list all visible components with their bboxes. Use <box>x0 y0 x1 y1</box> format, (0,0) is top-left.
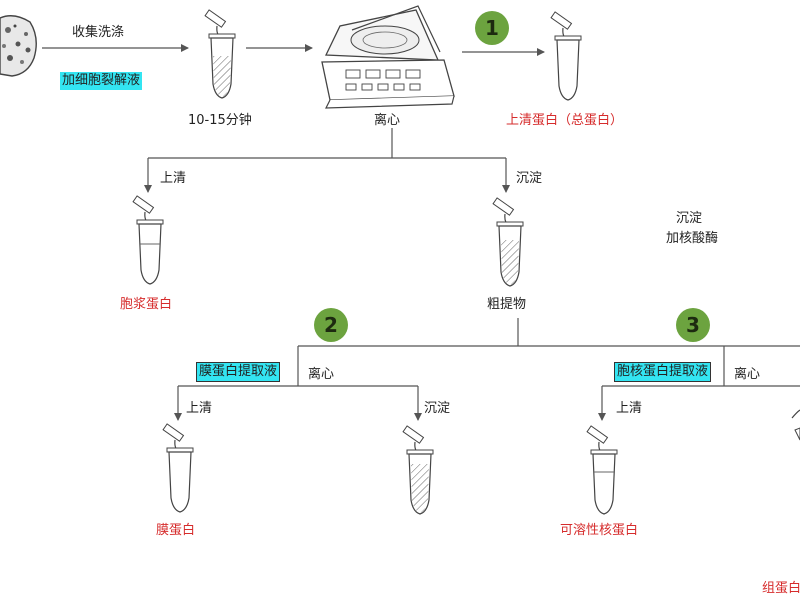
step-badge-1: 1 <box>475 11 509 45</box>
label-membrane-buffer: 膜蛋白提取液 <box>196 362 281 382</box>
label-supernatant-1: 上清 <box>160 171 187 186</box>
label-note-nuclease: 加核酸酶 <box>666 231 719 246</box>
tube-cytoplasm-icon <box>132 195 164 285</box>
tube-soluble-nuclear-icon <box>586 425 618 515</box>
label-supernatant-3: 上清 <box>616 401 643 416</box>
step-badge-2: 2 <box>314 308 348 342</box>
label-note-precipitate: 沉淀 <box>676 211 703 226</box>
label-time: 10-15分钟 <box>188 113 252 128</box>
branch-lines-2 <box>174 318 800 421</box>
label-centrifuge-2: 离心 <box>308 367 335 382</box>
tube-supernatant-total-icon <box>550 11 582 101</box>
label-nuclear-buffer: 胞核蛋白提取液 <box>614 362 712 382</box>
label-cytoplasm-protein: 胞浆蛋白 <box>120 297 173 312</box>
label-precipitate-1: 沉淀 <box>516 171 543 186</box>
branch-lines-1 <box>144 128 510 193</box>
label-precipitate-2: 沉淀 <box>424 401 451 416</box>
tube-precipitate-icon <box>402 425 434 515</box>
label-crude-extract: 粗提物 <box>487 297 527 312</box>
label-add-lysis-buffer: 加细胞裂解液 <box>60 72 143 90</box>
label-supernatant-total: 上清蛋白（总蛋白） <box>506 113 624 128</box>
label-supernatant-2: 上清 <box>186 401 213 416</box>
centrifuge-icon <box>321 5 455 109</box>
label-soluble-nuclear-protein: 可溶性核蛋白 <box>560 523 639 538</box>
label-membrane-protein: 膜蛋白 <box>156 523 196 538</box>
tube-membrane-icon <box>162 423 194 513</box>
tube-crude-extract-icon <box>492 197 524 287</box>
label-collect-wash: 收集洗涤 <box>72 25 125 40</box>
tube-histone-partial-icon <box>791 409 800 441</box>
label-centrifuge-1: 离心 <box>374 113 401 128</box>
tube-lysis-icon <box>204 9 236 99</box>
label-histone-partial: 组蛋白 <box>762 581 800 596</box>
step-badge-3: 3 <box>676 308 710 342</box>
label-centrifuge-3: 离心 <box>734 367 761 382</box>
cell-sample-icon <box>0 15 37 77</box>
